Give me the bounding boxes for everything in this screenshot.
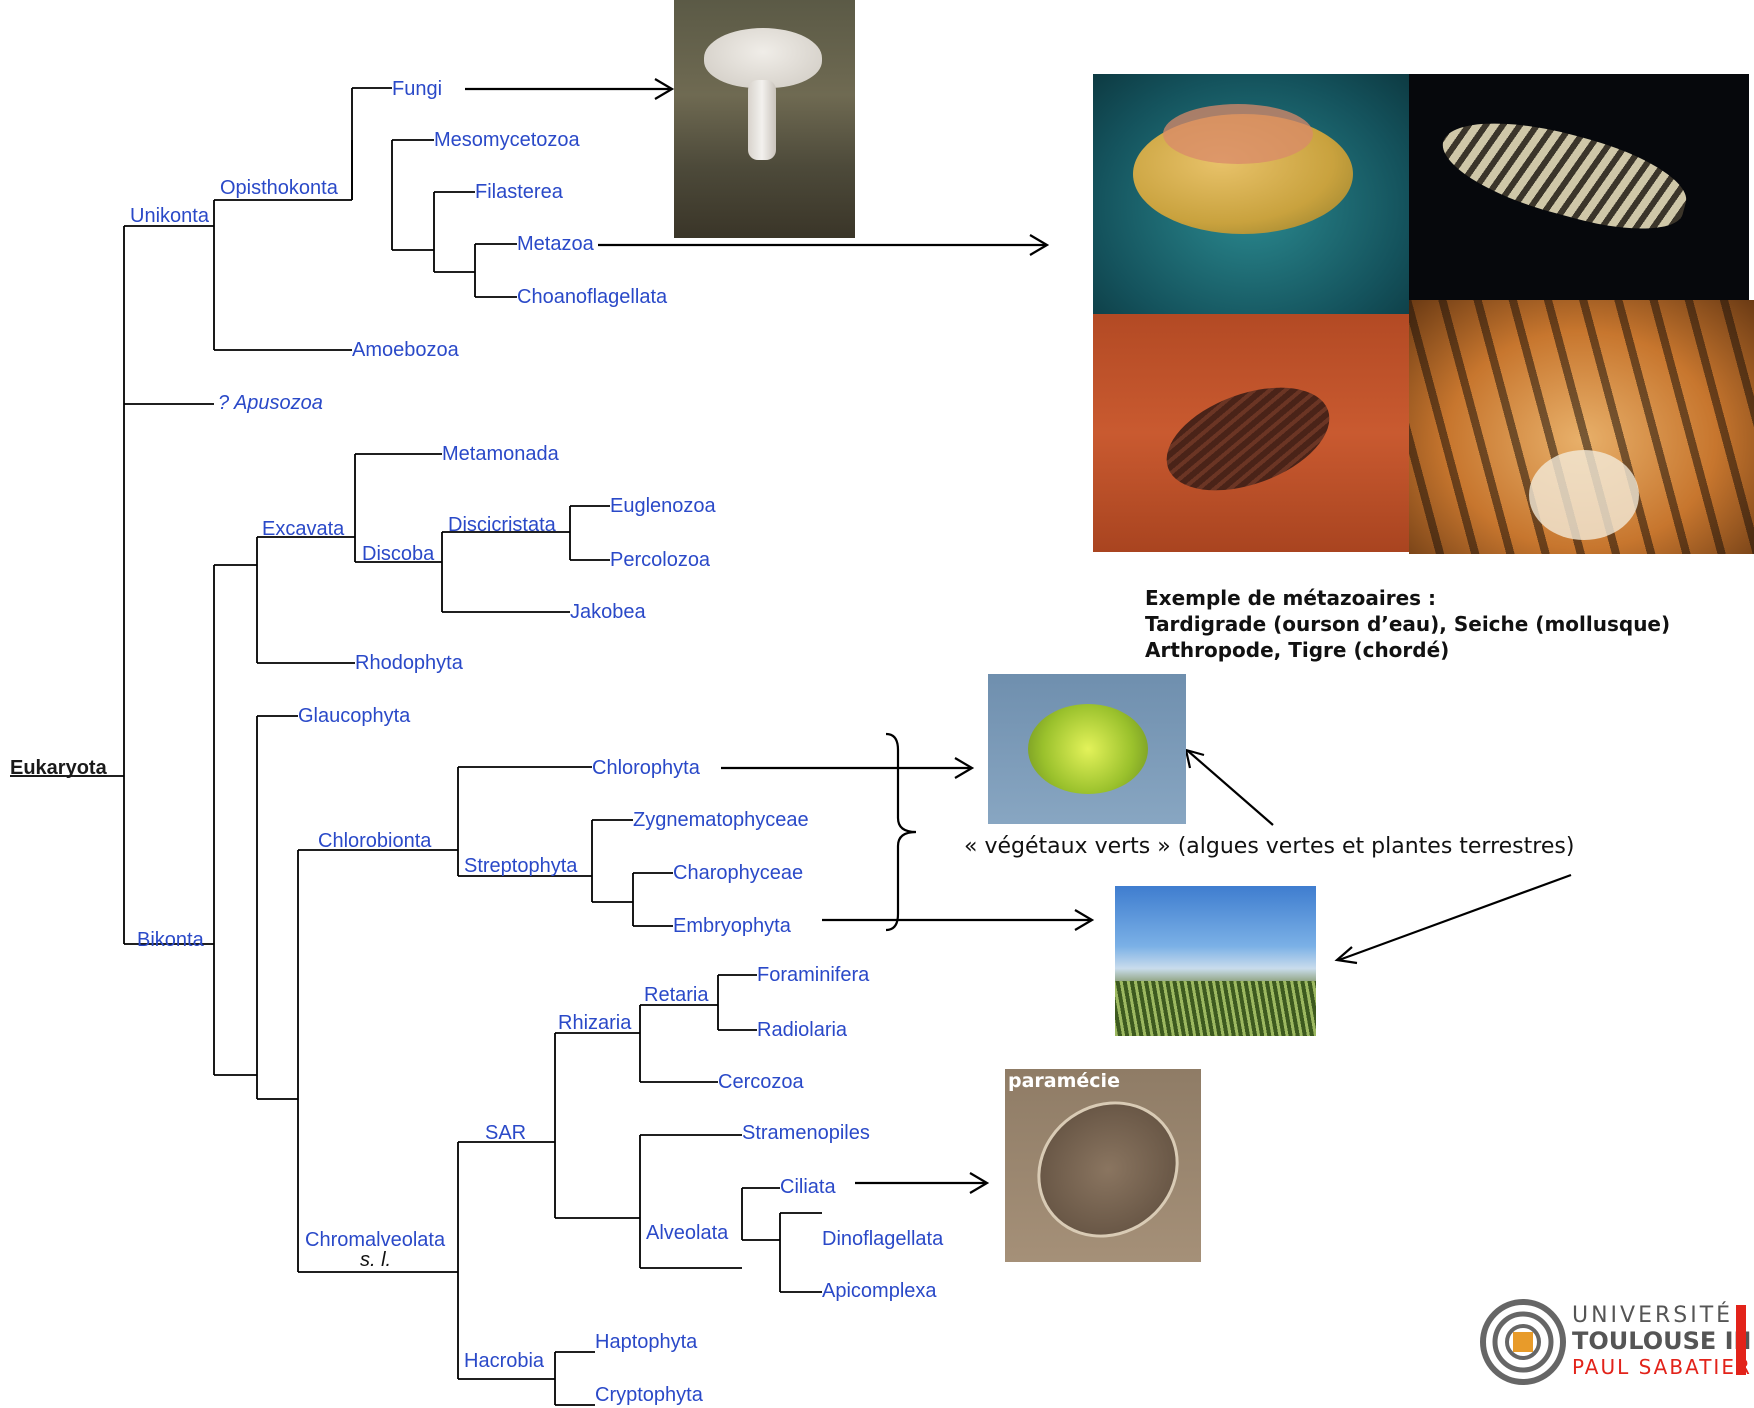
label-chromalveolata: Chromalveolata xyxy=(305,1229,446,1251)
label-apicomplexa: Apicomplexa xyxy=(822,1280,937,1302)
metazoa-caption-line3: Arthropode, Tigre (chordé) xyxy=(1145,638,1450,662)
label-radiolaria: Radiolaria xyxy=(757,1019,848,1041)
grass-photo xyxy=(1115,886,1316,1036)
tardigrade-photo xyxy=(1093,74,1409,314)
metazoa-caption-line2: Tardigrade (ourson d’eau), Seiche (mollu… xyxy=(1145,612,1671,636)
label-discicristata: Discicristata xyxy=(448,514,556,536)
label-cercozoa: Cercozoa xyxy=(718,1071,804,1093)
label-discoba: Discoba xyxy=(362,543,435,565)
label-retaria: Retaria xyxy=(644,984,709,1006)
root-label: Eukaryota xyxy=(10,757,107,779)
label-apusozoa: ? Apusozoa xyxy=(218,392,323,414)
label-sar: SAR xyxy=(485,1122,527,1144)
label-jakobea: Jakobea xyxy=(570,601,646,623)
label-metamonada: Metamonada xyxy=(442,443,559,465)
label-fungi: Fungi xyxy=(392,78,443,100)
label-embryophyta: Embryophyta xyxy=(673,915,791,937)
label-streptophyta: Streptophyta xyxy=(464,855,578,877)
university-logo: UNIVERSITÉ TOULOUSE III PAUL SABATIER xyxy=(1480,1295,1752,1405)
label-opisthokonta: Opisthokonta xyxy=(220,177,338,199)
beetle-photo xyxy=(1093,314,1409,552)
label-mesomycetozoa: Mesomycetozoa xyxy=(434,129,580,151)
label-hacrobia: Hacrobia xyxy=(464,1350,545,1372)
label-rhodophyta: Rhodophyta xyxy=(355,652,463,674)
label-excavata: Excavata xyxy=(262,518,345,540)
label-filasterea: Filasterea xyxy=(475,181,563,203)
metazoa-caption: Exemple de métazoaires : Tardigrade (our… xyxy=(1145,585,1670,663)
label-foraminifera: Foraminifera xyxy=(757,964,870,986)
metazoa-caption-line1: Exemple de métazoaires : xyxy=(1145,586,1436,610)
label-euglenozoa: Euglenozoa xyxy=(610,495,716,517)
cuttlefish-photo xyxy=(1409,74,1749,300)
label-zygnematophyceae: Zygnematophyceae xyxy=(633,809,809,831)
logo-red-bar xyxy=(1736,1305,1746,1375)
desmid-photo xyxy=(988,674,1186,824)
label-amoebozoa: Amoebozoa xyxy=(352,339,459,361)
label-choanoflagellata: Choanoflagellata xyxy=(517,286,668,308)
label-ciliata: Ciliata xyxy=(780,1176,836,1198)
label-bikonta: Bikonta xyxy=(137,929,204,951)
label-metazoa: Metazoa xyxy=(517,233,594,255)
paramecium-photo xyxy=(1005,1069,1201,1262)
label-charophyceae: Charophyceae xyxy=(673,862,804,884)
label-glaucophyta: Glaucophyta xyxy=(298,705,411,727)
mushroom-photo xyxy=(674,0,855,238)
tiger-photo xyxy=(1409,300,1754,554)
logo-line1: UNIVERSITÉ xyxy=(1572,1303,1734,1328)
logo-line3: PAUL SABATIER xyxy=(1572,1355,1752,1379)
label-haptophyta: Haptophyta xyxy=(595,1331,698,1353)
labyrinth-logo-icon xyxy=(1480,1299,1566,1385)
vegetaux-caption: « végétaux verts » (algues vertes et pla… xyxy=(964,834,1575,859)
logo-line2: TOULOUSE III xyxy=(1572,1327,1752,1355)
label-percolozoa: Percolozoa xyxy=(610,549,711,571)
label-chlorobionta: Chlorobionta xyxy=(318,830,432,852)
label-sensu-lato: s. l. xyxy=(360,1249,392,1271)
label-stramenopiles: Stramenopiles xyxy=(742,1122,870,1144)
label-rhizaria: Rhizaria xyxy=(558,1012,632,1034)
label-chlorophyta: Chlorophyta xyxy=(592,757,700,779)
label-alveolata: Alveolata xyxy=(646,1222,729,1244)
label-cryptophyta: Cryptophyta xyxy=(595,1384,703,1406)
paramecie-label: paramécie xyxy=(1008,1070,1120,1092)
label-dinoflagellata: Dinoflagellata xyxy=(822,1228,944,1250)
label-unikonta: Unikonta xyxy=(130,205,209,227)
